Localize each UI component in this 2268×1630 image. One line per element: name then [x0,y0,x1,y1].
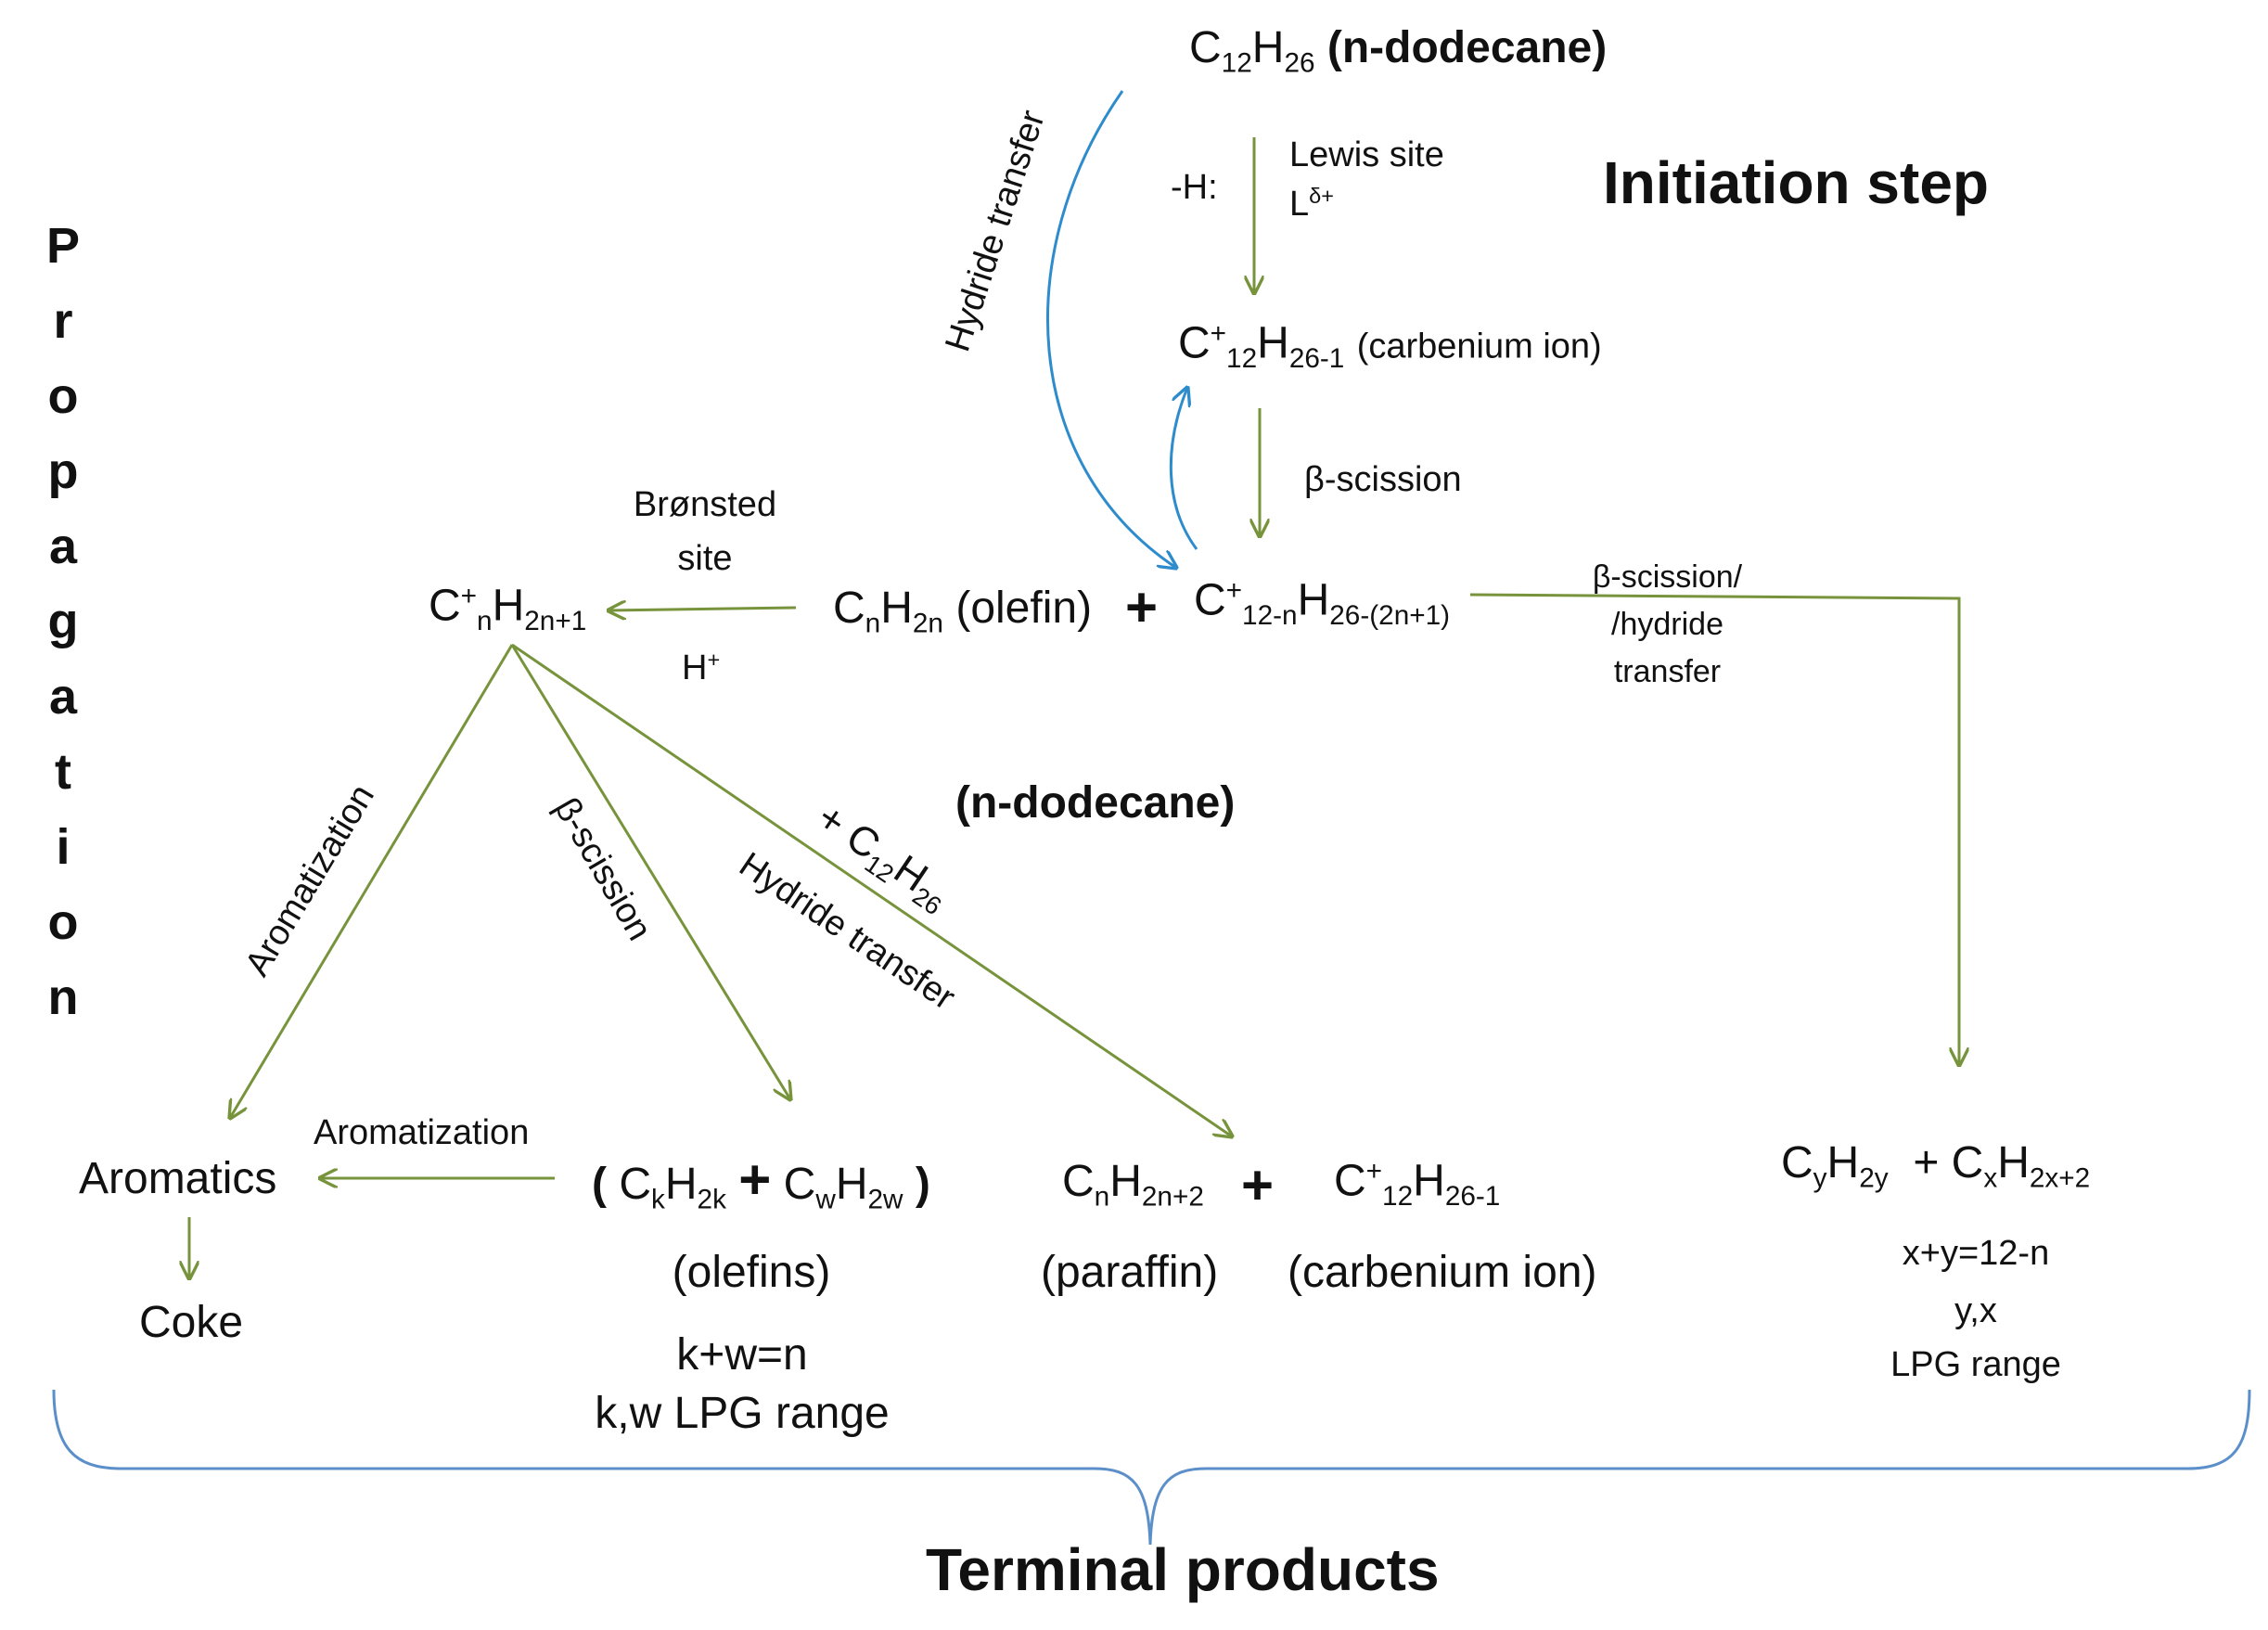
plus-sign-middle: + [1125,576,1159,638]
beta-hydride-label-2: /hydride [1611,607,1723,642]
beta-hydride-label-1: β-scission/ [1592,559,1743,595]
propagation-label: P r o p a g a t i o n [45,218,81,1025]
lewis-l-delta-plus: Lδ+ [1289,184,1334,224]
formula-cnh2n1-cation: C+nH2n+1 [429,581,587,636]
aromatization-horiz-label: Aromatization [314,1113,530,1152]
formula-c12h25-bottom: C+12H26-1 [1334,1156,1501,1212]
terminal-products-brace [52,1389,2251,1546]
formula-cnh2n2-paraffin: CnH2n+2 [1062,1157,1204,1213]
xy-equation: x+y=12-n [1902,1234,2050,1273]
yx-label: y,x [1954,1291,1997,1330]
h-plus-label: H+ [682,648,721,687]
paraffin-name: (paraffin) [1041,1248,1219,1297]
bronsted-site-label-2: site [677,539,733,578]
terminal-products-title: Terminal products [926,1536,1440,1603]
formula-c12-n-cation: C+12-nH26-(2n+1) [1194,575,1451,631]
arrow-hydride-transfer-diag [511,643,1232,1136]
arrow-bronsted-protonation [609,608,797,610]
formula-ckh2k-cwh2w: ( CkH2k + CwH2w ) [592,1149,930,1215]
lpg-range-label: LPG range [1890,1345,2061,1384]
kw-lpg-range: k,w LPG range [595,1389,890,1438]
formula-cnh2n-olefin: CnH2n (olefin) [833,584,1093,639]
plus-sign-bottom: + [1241,1154,1275,1216]
arrow-beta-scission-diag [510,644,790,1099]
formula-c12h25-carbenium: C+12H26-1 (carbenium ion) [1178,318,1602,374]
arrow-hydride-transfer-curve [1046,90,1176,568]
formula-c12h26-top: C12H26 (n-dodecane) [1189,23,1608,79]
arrow-aromatization-diag [230,644,514,1118]
arrow-to-lpg-products [1469,593,1959,1065]
lewis-site-label: Lewis site [1289,135,1444,174]
bronsted-site-label-1: Brønsted [633,485,777,524]
aromatics-label: Aromatics [79,1154,277,1203]
formula-cyh2y-cxh2x2: CyH2y + CxH2x+2 [1781,1138,2091,1194]
beta-hydride-label-3: transfer [1613,654,1722,689]
minus-h-label: -H: [1171,168,1218,207]
dodecane-name-mid: (n-dodecane) [955,778,1236,828]
carbenium-ion-bottom: (carbenium ion) [1288,1248,1597,1297]
initiation-step-title: Initiation step [1603,149,1989,216]
beta-scission-main-label: β-scission [1304,460,1462,499]
arrow-return-to-carbenium [1169,388,1198,550]
olefins-name: (olefins) [672,1248,831,1297]
kw-equation: k+w=n [676,1330,808,1380]
coke-label: Coke [139,1298,244,1347]
